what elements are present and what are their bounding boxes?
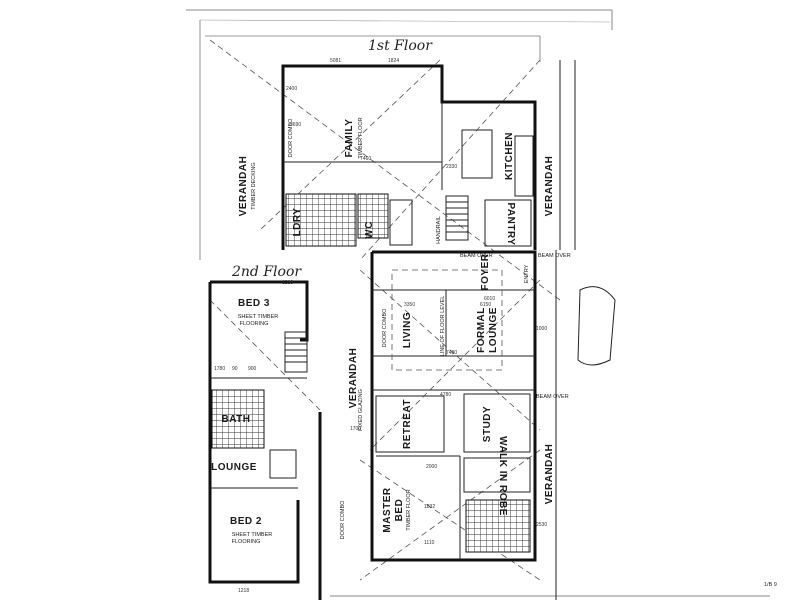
- note-beam-over-1: BEAM OVER: [460, 253, 493, 259]
- room-bed3: BED 3: [238, 298, 270, 309]
- second-floor-heading: 2nd Floor: [231, 264, 302, 280]
- note-door-combo-3: DOOR COMBO: [340, 500, 346, 540]
- room-bed2-sub-line1: SHEET TIMBER: [232, 532, 272, 538]
- stair-1: [445, 195, 469, 241]
- room-study: STUDY: [482, 406, 493, 442]
- verandah-left-top: VERANDAH: [238, 156, 249, 217]
- dim-1000: 1000: [536, 326, 547, 332]
- dim-90: 90: [232, 366, 238, 372]
- dim-6010: 6010: [484, 296, 495, 302]
- dim-top-1: 5081: [330, 58, 341, 64]
- room-kitchen: KITCHEN: [504, 132, 515, 180]
- note-entry: ENTRY: [524, 264, 530, 283]
- room-formal-lounge-line2: LOUNGE: [488, 307, 499, 353]
- room-lounge: LOUNGE: [211, 462, 257, 473]
- note-fixed-glazing: FIXED GLAZING: [358, 389, 364, 431]
- dim-2400: 2400: [286, 86, 297, 92]
- dim-3690: 3690: [290, 122, 301, 128]
- room-bed2: BED 2: [230, 516, 262, 527]
- dim-4780: 4780: [440, 392, 451, 398]
- right-structure: [555, 60, 616, 600]
- verandah-left-top-sub: TIMBER DECKING: [251, 162, 257, 209]
- dim-900: 900: [248, 366, 257, 372]
- room-family: FAMILY: [344, 119, 355, 158]
- note-door-combo-1: DOOR COMBO: [288, 118, 294, 158]
- first-floor-heading: 1st Floor: [368, 38, 433, 54]
- room-master-bed-line1: MASTER: [382, 487, 393, 533]
- verandah-right-bottom: VERANDAH: [544, 444, 555, 505]
- dim-3350: 3350: [404, 302, 415, 308]
- dim-1700: 1700: [350, 426, 361, 432]
- room-wc: WC: [364, 221, 375, 239]
- dim-1110: 1110: [424, 540, 435, 546]
- room-formal-lounge-line1: FORMAL: [476, 307, 487, 353]
- note-beam-over-3: BEAM OVER: [536, 394, 569, 400]
- room-ldry: LDRY: [292, 208, 303, 237]
- first-floor-walls: [281, 64, 537, 562]
- room-bed3-sub-line1: SHEET TIMBER: [238, 314, 278, 320]
- room-bed3-sub-line2: FLOORING: [240, 321, 269, 327]
- room-pantry: PANTRY: [505, 203, 516, 246]
- dim-top-2: 1824: [388, 58, 399, 64]
- note-beam-over-2: BEAM OVER: [538, 253, 571, 259]
- room-bath: BATH: [221, 414, 250, 425]
- second-floor-walls: [208, 280, 322, 600]
- room-bed2-sub-line2: FLOORING: [232, 539, 261, 545]
- note-door-combo-2: DOOR COMBO: [382, 308, 388, 348]
- room-master-sub: TIMBER FLOOR: [406, 489, 412, 530]
- verandah-right-top: VERANDAH: [544, 156, 555, 217]
- page-reference: 1/B 9: [764, 582, 777, 588]
- dim-1218-bottom: 1218: [238, 588, 249, 594]
- verandah-left-mid: VERANDAH: [348, 348, 359, 409]
- dim-6150: 6150: [480, 302, 491, 308]
- page-border: [186, 9, 770, 597]
- room-walk-in-robe: WALK IN ROBE: [497, 436, 508, 516]
- room-family-sub: TIMBER FLOOR: [358, 117, 364, 158]
- room-living: LIVING: [402, 312, 413, 348]
- note-line-of-floor: LINE OF FLOOR LEVEL: [440, 296, 446, 357]
- dim-7480: 7480: [446, 350, 457, 356]
- dim-2530: 2530: [536, 522, 547, 528]
- dim-2000: 2000: [426, 464, 437, 470]
- dim-1780: 1780: [214, 366, 225, 372]
- room-retreat: RETREAT: [402, 399, 413, 449]
- dim-2330: 2330: [446, 164, 457, 170]
- room-foyer: FOYER: [480, 253, 491, 290]
- note-handrail: HANDRAIL: [436, 216, 442, 244]
- room-master-bed-line2: BED: [394, 499, 405, 522]
- stair-2: [284, 331, 308, 373]
- dim-1832: 1832: [424, 504, 435, 510]
- dim-7460: 7460: [360, 156, 371, 162]
- dim-1218-top: 1218: [282, 280, 293, 286]
